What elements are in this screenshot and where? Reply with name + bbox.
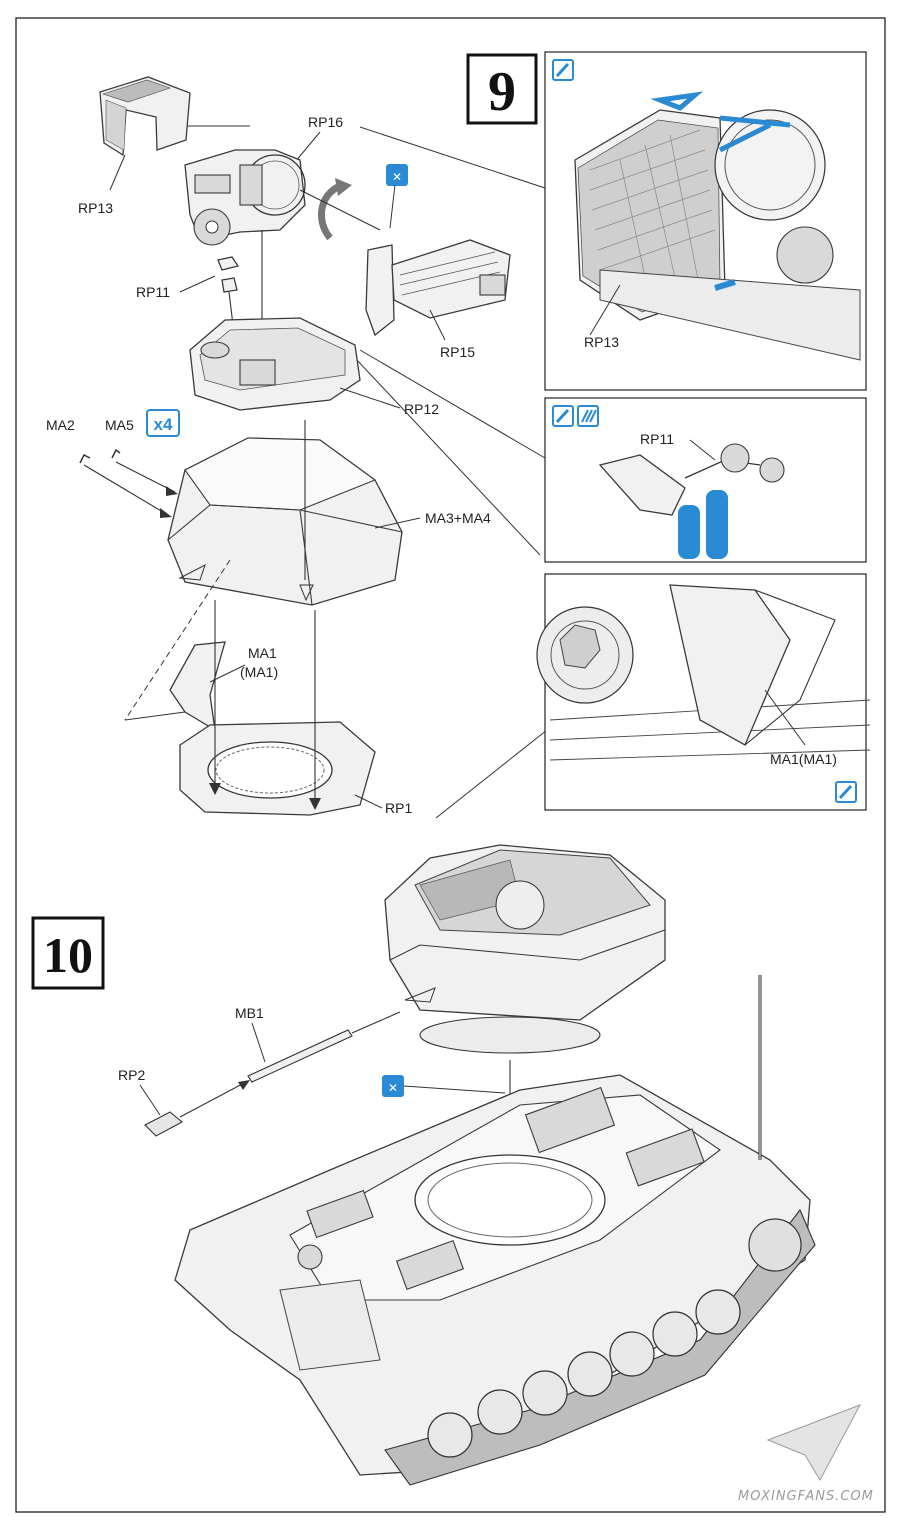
road-wheel [477,1389,523,1435]
paint-icon [835,781,857,803]
ma1-plate [169,641,226,732]
paper-plane-icon [766,1404,862,1482]
label-rp13: RP13 [78,200,113,216]
label-ma5: MA5 [105,417,134,433]
paint-icon [552,59,574,81]
detail-view-bottom: MA1(MA1) [536,573,871,811]
label-rp15: RP15 [440,344,475,360]
label-mb1: MB1 [235,1005,264,1021]
tank-hull [174,1074,811,1476]
no-glue-icon: ✕ [386,164,408,186]
ma3-ma4-turret-shell [167,437,403,606]
detail-middle-label: RP11 [640,431,674,447]
road-wheel [652,1311,698,1357]
road-wheel [567,1351,613,1397]
svg-text:✕: ✕ [388,1081,398,1095]
detail-view-top: RP13 [544,51,867,391]
svg-text:✕: ✕ [392,170,402,184]
road-wheel [695,1289,741,1335]
watermark: MOXINGFANS.COM [738,1404,874,1504]
rp2-muzzle-brake [144,1111,183,1137]
step-10: 10 MB1 RP2 ✕ [31,844,816,1486]
step-9: 9 RP13 RP16 [46,51,871,819]
svg-text:x4: x4 [154,415,173,434]
road-wheel [427,1412,473,1458]
label-rp12: RP12 [404,401,439,417]
label-rp1: RP1 [385,800,412,816]
rp13-mesh-screen [99,76,191,191]
road-wheel [522,1370,568,1416]
paint-icon [552,405,574,427]
rp12-turret-floor [189,317,361,411]
ma2-handle [79,453,91,464]
step-9-number-box [466,53,538,125]
svg-text:MOXINGFANS.COM: MOXINGFANS.COM [738,1489,874,1504]
callout-line-top [359,126,546,189]
road-wheel [609,1331,655,1377]
no-glue-icon: ✕ [382,1075,404,1097]
rp16-gun-cradle [184,149,306,246]
label-ma1: MA1 [248,645,277,661]
label-ma3-ma4: MA3+MA4 [425,510,491,526]
label-rp2: RP2 [118,1067,145,1083]
label-ma2: MA2 [46,417,75,433]
assembled-turret [384,844,666,1054]
drive-sprocket [748,1218,802,1272]
callout-line-mid [359,349,546,459]
callout-line-bottom [435,729,548,819]
page-border [15,17,886,1513]
detail-top-label: RP13 [584,334,619,350]
mb1-barrel [247,1029,353,1083]
texture-icon [577,405,599,427]
step-10-number: 10 [43,927,93,983]
label-rp16: RP16 [308,114,343,130]
rp11-part-b [221,277,238,293]
step-10-number-box [31,916,105,990]
rp15-gun-assembly [365,239,511,337]
ma5-handle [111,448,121,459]
rp11-part-a [217,256,240,271]
label-rp11: RP11 [136,284,170,300]
detail-bottom-label: MA1(MA1) [770,751,837,767]
step-9-number: 9 [488,61,516,123]
detail-view-middle: RP11 [544,397,867,563]
callout-line-mid-2 [339,341,541,556]
track-assembly [384,1208,816,1486]
label-ma1-alt: (MA1) [240,664,278,680]
rp1-turret-ring [179,721,376,816]
quantity-badge: x4 [146,409,180,437]
